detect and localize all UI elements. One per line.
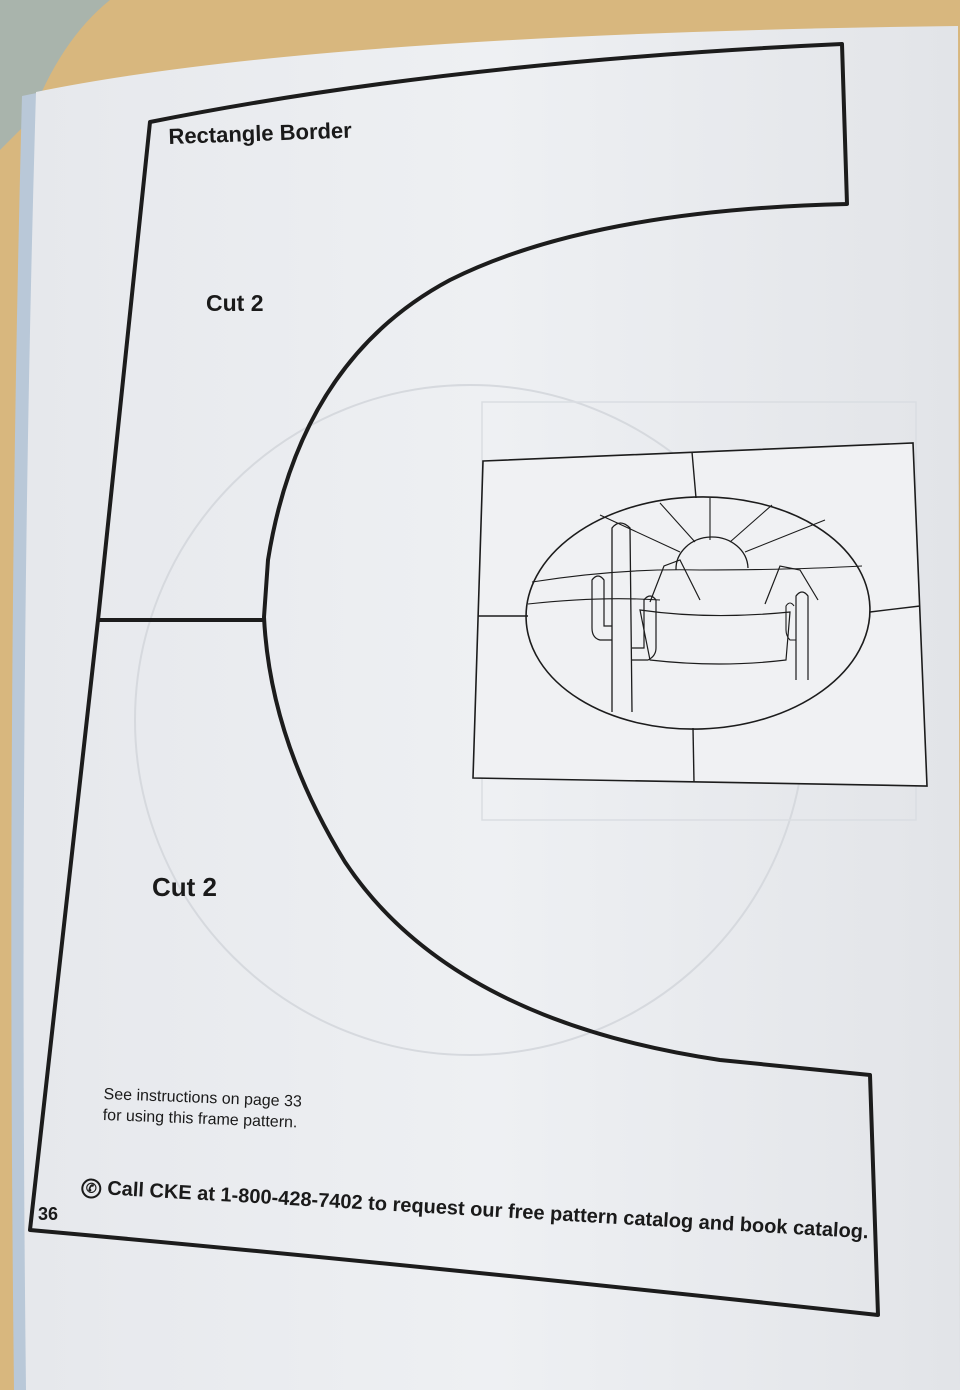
cut-label-bottom: Cut 2	[152, 872, 217, 902]
phone-icon: ✆	[80, 1177, 102, 1199]
instructions-note: See instructions on page 33 for using th…	[102, 1084, 302, 1134]
cut-label-top: Cut 2	[206, 290, 264, 316]
border-template-outline	[28, 42, 880, 1317]
cactus-preview-panel	[472, 442, 928, 787]
page-number: 36	[38, 1204, 59, 1224]
